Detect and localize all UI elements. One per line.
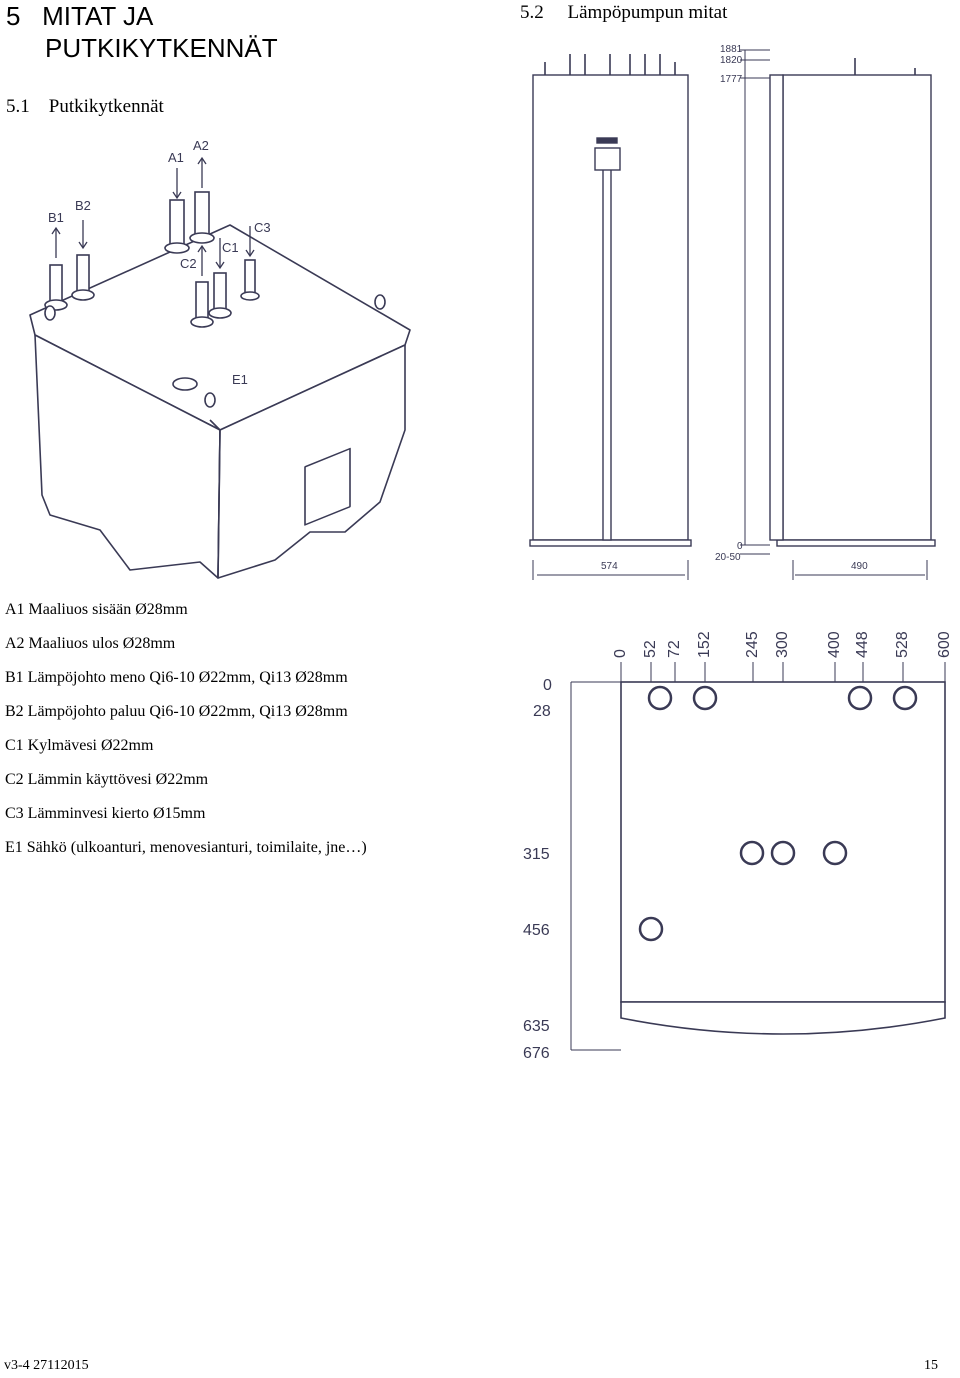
pipe-c3 (244, 259, 256, 296)
x-label-528: 528 (894, 631, 911, 658)
x-label-600: 600 (936, 631, 953, 658)
label-b1: B1 (48, 210, 64, 225)
pipe-c2 (195, 281, 209, 323)
height-label-1881: 1881 (720, 44, 743, 55)
x-label-448: 448 (854, 631, 871, 658)
height-label-1820: 1820 (720, 55, 743, 66)
side-width-label-490: 490 (851, 561, 868, 572)
subsection-right-number: 5.2 (520, 2, 544, 23)
y-label-28: 28 (533, 703, 551, 720)
y-label-456: 456 (523, 922, 550, 939)
section-title-line2: PUTKIKYTKENNÄT (45, 33, 278, 63)
front-view-column (602, 159, 612, 541)
legend-item-b1: B1 Lämpöjohto meno Qi6-10 Ø22mm, Qi13 Ø2… (5, 669, 348, 686)
subsection-left-number: 5.1 (6, 96, 30, 117)
pipe-connections-diagram: A1 A2 B1 B2 C1 C2 C3 E1 (29, 138, 411, 579)
section-heading: 5 MITAT JA PUTKIKYTKENNÄT (6, 0, 278, 64)
y-label-315: 315 (523, 846, 550, 863)
label-c2: C2 (180, 256, 197, 271)
y-label-635: 635 (523, 1018, 550, 1035)
subsection-right-title: Lämpöpumpun mitat (567, 2, 728, 23)
section-title-line1: MITAT JA (42, 1, 154, 31)
side-view-body (782, 74, 932, 541)
x-label-400: 400 (826, 631, 843, 658)
pipe-positions-top-view: 0 52 72 152 245 300 400 448 528 600 0 28… (523, 631, 953, 1062)
legend-list: A1 Maaliuos sisään Ø28mm A2 Maaliuos ulo… (5, 601, 367, 873)
connection-b1 (647, 685, 673, 711)
bottom-label-0: 0 (737, 541, 743, 552)
x-label-152: 152 (696, 631, 713, 658)
connection-c1 (770, 840, 796, 866)
bottom-label-20-50: 20-50 (715, 552, 741, 563)
connection-a2 (892, 685, 918, 711)
x-label-0: 0 (612, 649, 629, 658)
label-a2: A2 (193, 138, 209, 153)
unit-front-panel (217, 344, 406, 579)
legend-item-c1: C1 Kylmävesi Ø22mm (5, 737, 154, 754)
connection-b2 (692, 685, 718, 711)
pipe-c1 (213, 272, 227, 314)
label-e1: E1 (232, 372, 248, 387)
x-label-72: 72 (666, 640, 683, 658)
control-panel (304, 447, 351, 526)
pipe-b1 (49, 264, 63, 306)
pipe-b2 (76, 254, 90, 296)
height-label-1777: 1777 (720, 74, 743, 85)
pipe-a1 (169, 199, 185, 249)
label-c3: C3 (254, 220, 271, 235)
footer-version: v3-4 27112015 (4, 1358, 89, 1373)
e1-opening (172, 377, 198, 391)
subsection-heading-left: 5.1 Putkikytkennät (6, 96, 164, 118)
legend-item-b2: B2 Lämpöjohto paluu Qi6-10 Ø22mm, Qi13 Ø… (5, 703, 348, 720)
x-label-245: 245 (744, 631, 761, 658)
legend-item-a2: A2 Maaliuos ulos Ø28mm (5, 635, 176, 652)
connection-c3 (822, 840, 848, 866)
y-label-0: 0 (543, 677, 552, 694)
subsection-left-title: Putkikytkennät (48, 96, 164, 117)
legend-item-a1: A1 Maaliuos sisään Ø28mm (5, 601, 188, 618)
connection-a1 (847, 685, 873, 711)
front-view-display (594, 147, 621, 171)
subsection-heading-right: 5.2 Lämpöpumpun mitat (520, 2, 727, 24)
pump-dimensions-front-side: 1881 1820 1777 0 20-50 574 490 (529, 44, 936, 580)
label-a1: A1 (168, 150, 184, 165)
y-label-676: 676 (523, 1045, 550, 1062)
label-b2: B2 (75, 198, 91, 213)
section-number: 5 (6, 1, 21, 31)
legend-item-c2: C2 Lämmin käyttövesi Ø22mm (5, 771, 209, 788)
footer-page-number: 15 (924, 1358, 938, 1373)
width-label-574: 574 (601, 561, 618, 572)
x-label-52: 52 (642, 640, 659, 658)
x-label-300: 300 (774, 631, 791, 658)
connection-e1 (638, 916, 664, 942)
legend-item-e1: E1 Sähkö (ulkoanturi, menovesianturi, to… (5, 839, 367, 856)
connection-c2 (739, 840, 765, 866)
label-c1: C1 (222, 240, 239, 255)
legend-item-c3: C3 Lämminvesi kierto Ø15mm (5, 805, 206, 822)
